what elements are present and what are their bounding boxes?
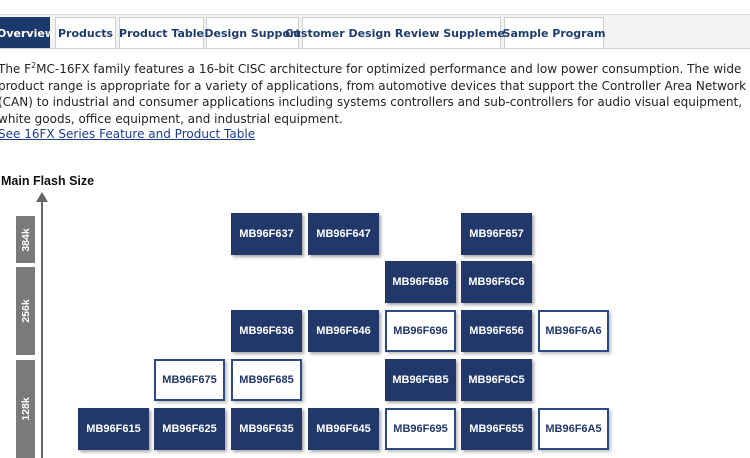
chart-title: Main Flash Size xyxy=(1,174,95,188)
product-mb96f695[interactable]: MB96F695 xyxy=(385,408,456,450)
product-mb96f645[interactable]: MB96F645 xyxy=(308,408,379,450)
product-mb96f655[interactable]: MB96F655 xyxy=(461,408,532,450)
flash-size-256k: 256k xyxy=(16,267,35,355)
flash-size-384k: 384k xyxy=(16,216,35,263)
tab-label: Sample Program xyxy=(502,27,606,40)
product-mb96f675[interactable]: MB96F675 xyxy=(154,359,225,401)
intro-text: MC-16FX family features a 16-bit CISC ar… xyxy=(0,62,747,126)
tab-customer-design-review-supplement[interactable]: Customer Design Review Supplement xyxy=(285,17,518,49)
product-mb96f656[interactable]: MB96F656 xyxy=(461,310,532,352)
product-mb96f625[interactable]: MB96F625 xyxy=(154,408,225,450)
tab-label: Design Support xyxy=(204,27,301,40)
tab-design-support[interactable]: Design Support xyxy=(204,17,301,49)
tab-label: Products xyxy=(57,27,114,40)
y-axis-line xyxy=(41,200,43,458)
product-mb96f647[interactable]: MB96F647 xyxy=(308,213,379,255)
flash-size-128k: 128k xyxy=(16,360,35,458)
product-mb96f615[interactable]: MB96F615 xyxy=(78,408,149,450)
product-mb96f696[interactable]: MB96F696 xyxy=(385,310,456,352)
intro-paragraph: The F2MC-16FX family features a 16-bit C… xyxy=(0,61,750,127)
tab-sample-program[interactable]: Sample Program xyxy=(502,17,606,49)
product-mb96f6a5[interactable]: MB96F6A5 xyxy=(538,408,609,450)
product-mb96f637[interactable]: MB96F637 xyxy=(231,213,302,255)
product-mb96f6c5[interactable]: MB96F6C5 xyxy=(461,359,532,401)
product-mb96f657[interactable]: MB96F657 xyxy=(461,213,532,255)
tab-label: Product Table xyxy=(119,27,204,40)
feature-table-link[interactable]: See 16FX Series Feature and Product Tabl… xyxy=(0,127,256,141)
tab-divider xyxy=(0,48,750,49)
tab-label: Overview xyxy=(0,27,55,40)
product-mb96f685[interactable]: MB96F685 xyxy=(231,359,302,401)
intro-prefix: The F xyxy=(0,62,32,76)
product-mb96f6a6[interactable]: MB96F6A6 xyxy=(538,310,609,352)
axis-arrow-icon xyxy=(36,192,48,202)
product-mb96f635[interactable]: MB96F635 xyxy=(231,408,302,450)
intro-superscript: 2 xyxy=(31,61,37,70)
product-mb96f6b5[interactable]: MB96F6B5 xyxy=(385,359,456,401)
tab-overview[interactable]: Overview xyxy=(0,17,55,49)
product-mb96f6b6[interactable]: MB96F6B6 xyxy=(385,261,456,303)
tab-label: Customer Design Review Supplement xyxy=(285,27,518,40)
product-mb96f6c6[interactable]: MB96F6C6 xyxy=(461,261,532,303)
tab-products[interactable]: Products xyxy=(55,17,116,49)
tab-product-table[interactable]: Product Table xyxy=(119,17,204,49)
product-mb96f636[interactable]: MB96F636 xyxy=(231,310,302,352)
product-mb96f646[interactable]: MB96F646 xyxy=(308,310,379,352)
